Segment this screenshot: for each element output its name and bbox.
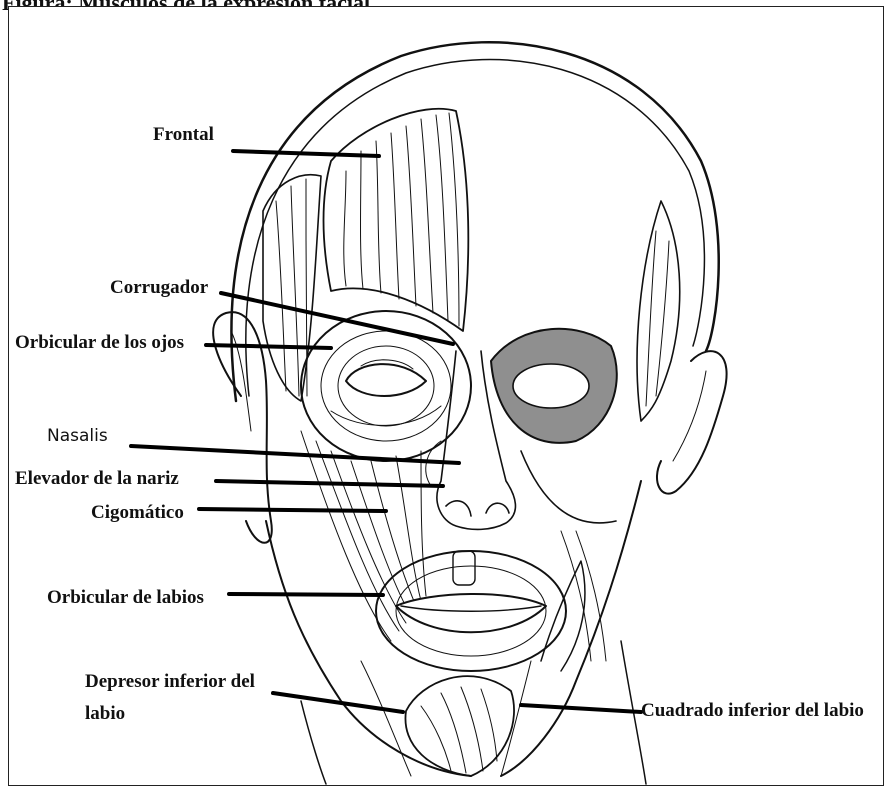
face-contour <box>266 521 471 776</box>
label-orbicular-labios: Orbicular de labios <box>47 588 204 609</box>
leader-elevador-nariz <box>216 481 443 486</box>
leader-frontal <box>233 151 379 156</box>
leader-corrugador <box>221 293 453 344</box>
leader-cigomatico <box>199 509 386 511</box>
face-muscle-illustration <box>9 7 884 786</box>
label-elevador-nariz: Elevador de la nariz <box>15 469 179 490</box>
cheek-right <box>521 451 616 661</box>
neck <box>301 701 326 784</box>
label-cuadrado: Cuadrado inferior del labio <box>641 701 864 722</box>
label-depresor-line1: Depresor inferior del <box>85 672 255 693</box>
label-nasalis: Nasalis <box>47 427 108 446</box>
temporal-muscle-right <box>637 201 680 421</box>
temporal-muscle-left <box>263 175 321 401</box>
leader-cuadrado <box>521 705 641 712</box>
label-frontal: Frontal <box>153 125 214 146</box>
frontal-muscle <box>324 109 469 331</box>
label-corrugador: Corrugador <box>110 278 208 299</box>
leader-orbicular-ojos <box>206 345 331 348</box>
label-depresor-line2: labio <box>85 704 125 725</box>
leader-orbicular-labios <box>229 594 383 595</box>
label-cigomatico: Cigomático <box>91 503 184 524</box>
leader-nasalis <box>131 446 459 463</box>
right-eye-socket <box>491 329 617 443</box>
mouth-orbicular <box>376 551 566 671</box>
figure-frame: Frontal Corrugador Orbicular de los ojos… <box>8 6 884 786</box>
label-orbicular-ojos: Orbicular de los ojos <box>15 333 184 354</box>
